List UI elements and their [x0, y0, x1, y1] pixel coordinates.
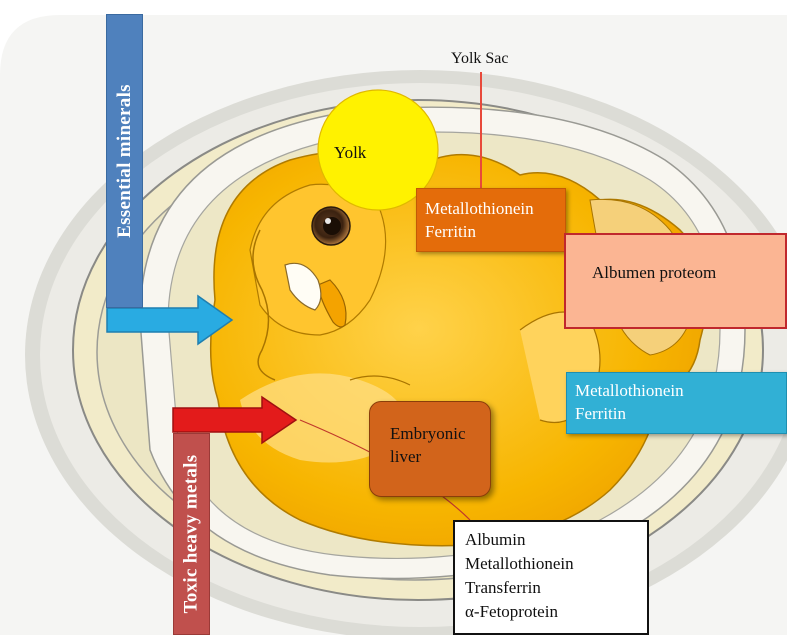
yolk-sac-protein-2: Ferritin	[425, 220, 565, 243]
yolk-sac-proteins-box: Metallothionein Ferritin	[416, 188, 566, 252]
liver-label-2: liver	[390, 445, 490, 468]
liver-protein-1: Albumin	[465, 528, 647, 552]
liver-protein-4: α-Fetoprotein	[465, 600, 647, 624]
yolk-sac-protein-1: Metallothionein	[425, 197, 565, 220]
liver-protein-2: Metallothionein	[465, 552, 647, 576]
albumen-proteom-label: Albumen proteom	[592, 263, 716, 282]
yolk-label: Yolk	[334, 143, 366, 163]
liver-label-1: Embryonic	[390, 422, 490, 445]
liver-protein-3: Transferrin	[465, 576, 647, 600]
albumen-protein-1: Metallothionein	[575, 379, 786, 402]
essential-minerals-bar: Essential minerals	[106, 14, 143, 308]
embryonic-liver-box: Embryonic liver	[369, 401, 491, 497]
albumen-proteins-box: Metallothionein Ferritin	[566, 372, 787, 434]
eye-glint	[325, 218, 331, 224]
toxic-heavy-metals-label: Toxic heavy metals	[181, 455, 203, 614]
toxic-heavy-metals-bar: Toxic heavy metals	[173, 433, 210, 635]
yolk-sac-label: Yolk Sac	[451, 50, 509, 68]
essential-minerals-label: Essential minerals	[114, 84, 136, 238]
liver-proteins-box: Albumin Metallothionein Transferrin α-Fe…	[453, 520, 649, 635]
albumen-proteom-box: Albumen proteom	[564, 233, 787, 329]
albumen-protein-2: Ferritin	[575, 402, 786, 425]
